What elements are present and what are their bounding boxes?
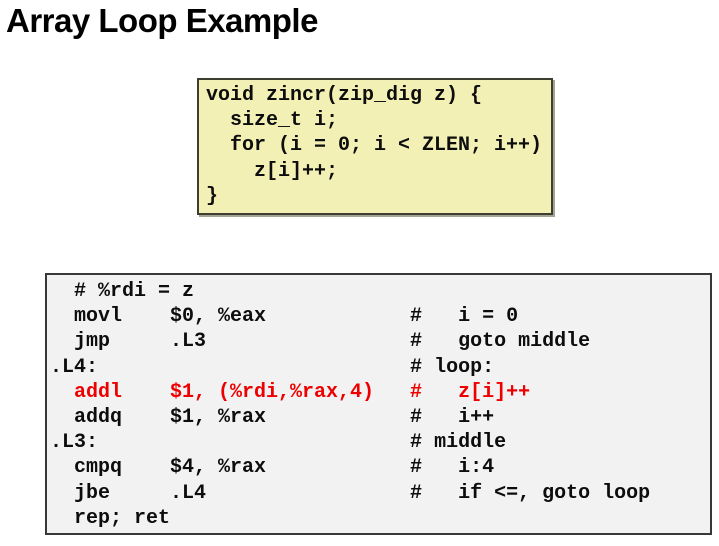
asm-line: addq $1, %rax # i++ bbox=[50, 406, 495, 430]
asm-line: jmp .L3 # goto middle bbox=[50, 330, 591, 354]
slide-title: Array Loop Example bbox=[6, 2, 318, 39]
c-code-line: z[i]++; bbox=[206, 159, 339, 183]
asm-line: cmpq $4, %rax # i:4 bbox=[50, 456, 495, 480]
asm-line: rep; ret bbox=[50, 506, 171, 530]
asm-line: # %rdi = z bbox=[50, 280, 195, 303]
assembly-code-box: # %rdi = z movl $0, %eax # i = 0 jmp .L3… bbox=[45, 273, 712, 535]
c-code-line: size_t i; bbox=[206, 109, 339, 133]
c-code-line: void zincr(zip_dig z) { bbox=[206, 84, 483, 107]
c-source-code-box: void zincr(zip_dig z) { size_t i; for (i… bbox=[197, 78, 553, 215]
asm-line: .L4: # loop: bbox=[50, 355, 495, 379]
asm-line: addl $1, (%rdi,%rax,4) # z[i]++ bbox=[50, 380, 531, 404]
c-code-line: } bbox=[206, 184, 219, 208]
asm-line: movl $0, %eax # i = 0 bbox=[50, 305, 519, 329]
c-code-line: for (i = 0; i < ZLEN; i++) bbox=[206, 134, 543, 158]
asm-line: jbe .L4 # if <=, goto loop bbox=[50, 481, 651, 505]
asm-line: .L3: # middle bbox=[50, 431, 507, 455]
